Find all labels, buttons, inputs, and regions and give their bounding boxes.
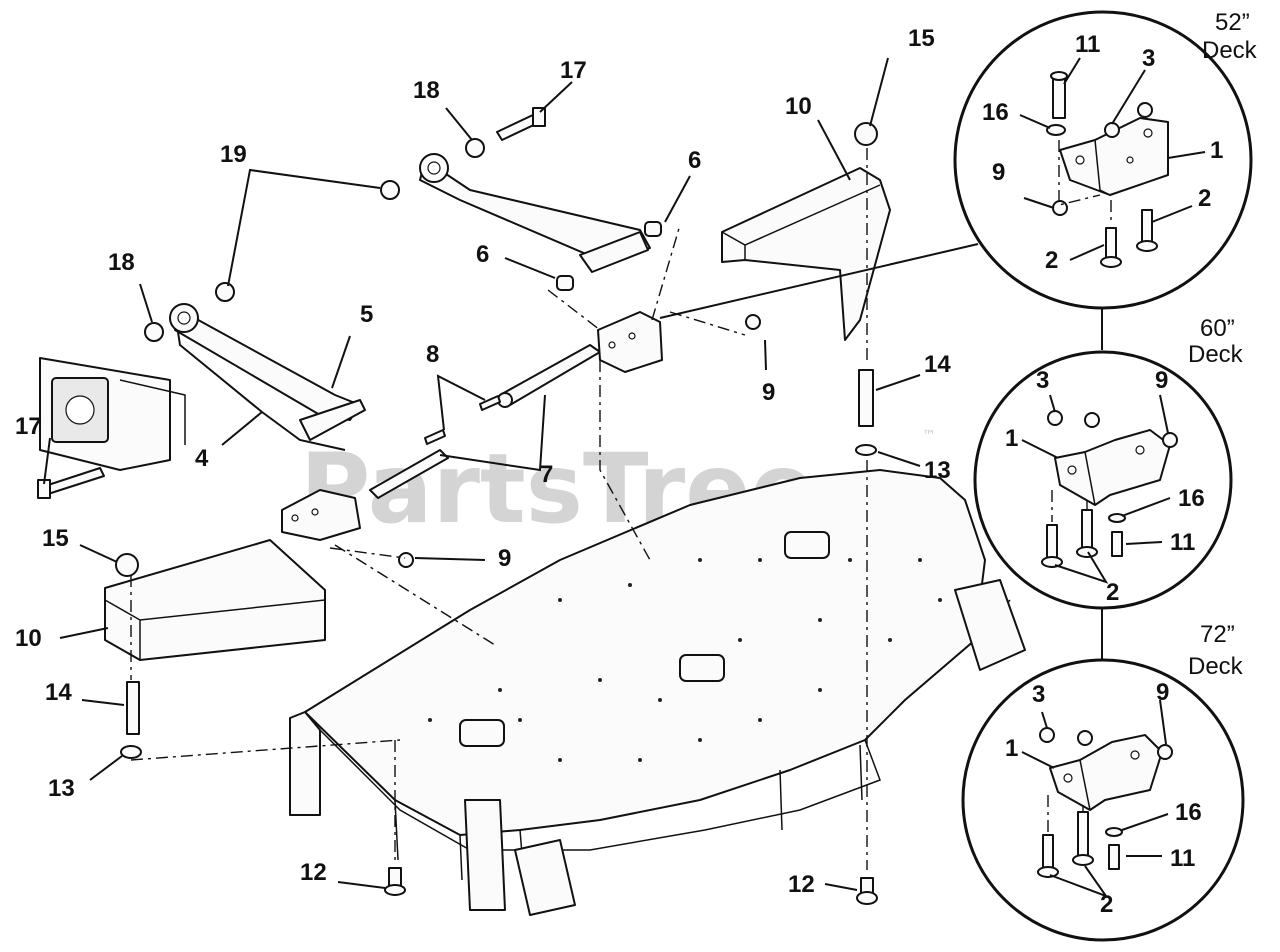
belt-cover-right bbox=[721, 167, 891, 341]
inset-72-callout-16: 16 bbox=[1175, 799, 1202, 826]
callout-15-right: 15 bbox=[908, 25, 935, 52]
callout-13-left: 13 bbox=[48, 775, 75, 802]
callout-18-left: 18 bbox=[108, 249, 135, 276]
inset-60-label-size: 60” bbox=[1200, 315, 1235, 342]
callout-6-left: 6 bbox=[476, 241, 489, 268]
inset-72-callout-11: 11 bbox=[1170, 845, 1195, 872]
callout-9-center: 9 bbox=[762, 379, 775, 406]
inset-72-callout-2: 2 bbox=[1100, 891, 1113, 918]
inset-60-deck bbox=[973, 350, 1233, 610]
inset-52-callout-1: 1 bbox=[1210, 137, 1223, 164]
assembly-lines bbox=[130, 148, 868, 870]
inset-52-callout-2-right: 2 bbox=[1198, 185, 1211, 212]
front-brackets bbox=[289, 579, 1026, 916]
callout-numbers: 17 18 19 18 5 17 4 6 6 8 7 9 9 10 15 15 … bbox=[15, 25, 1223, 918]
callout-19: 19 bbox=[220, 141, 247, 168]
inset-52-callout-2-left: 2 bbox=[1045, 247, 1058, 274]
callout-18-top: 18 bbox=[413, 77, 440, 104]
mower-deck bbox=[289, 469, 1026, 916]
callout-5: 5 bbox=[360, 301, 373, 328]
inset-52-label-deck: Deck bbox=[1202, 37, 1258, 64]
inset-60-callout-3: 3 bbox=[1036, 367, 1049, 394]
inset-72-label-deck: Deck bbox=[1188, 653, 1244, 680]
callout-15-left: 15 bbox=[42, 525, 69, 552]
callout-17-top: 17 bbox=[560, 57, 587, 84]
inset-72-callout-1: 1 bbox=[1005, 735, 1018, 762]
lift-arm-rear bbox=[169, 303, 366, 441]
callout-13-right: 13 bbox=[924, 457, 951, 484]
inset-60-callout-2: 2 bbox=[1106, 579, 1119, 606]
callout-14-right: 14 bbox=[924, 351, 951, 378]
deck-bracket-rear bbox=[281, 489, 361, 541]
inset-52-deck bbox=[953, 10, 1253, 310]
tractor-frame bbox=[39, 357, 186, 471]
callout-10-right: 10 bbox=[785, 93, 812, 120]
callout-9-lower: 9 bbox=[498, 545, 511, 572]
callout-8: 8 bbox=[426, 341, 439, 368]
callout-14-left: 14 bbox=[45, 679, 72, 706]
spindle-openings bbox=[459, 531, 830, 747]
callout-10-left: 10 bbox=[15, 625, 42, 652]
inset-60-callout-16: 16 bbox=[1178, 485, 1205, 512]
deck-holes bbox=[428, 558, 942, 762]
callout-leaders bbox=[43, 57, 1206, 899]
callout-6-top: 6 bbox=[688, 147, 701, 174]
callout-17-left: 17 bbox=[15, 413, 42, 440]
inset-52-callout-11: 11 bbox=[1075, 31, 1100, 58]
inset-60-callout-9: 9 bbox=[1155, 367, 1168, 394]
hanger-links bbox=[369, 344, 601, 499]
inset-72-callout-3: 3 bbox=[1032, 681, 1045, 708]
inset-72-callout-9: 9 bbox=[1156, 679, 1169, 706]
hardware bbox=[37, 107, 878, 905]
inset-52-label-size: 52” bbox=[1215, 9, 1250, 36]
lift-arm-front bbox=[419, 153, 651, 273]
callout-12-right: 12 bbox=[788, 871, 815, 898]
inset-60-callout-1: 1 bbox=[1005, 425, 1018, 452]
belt-cover-left bbox=[104, 539, 326, 661]
inset-pointer bbox=[659, 243, 979, 319]
callout-7: 7 bbox=[540, 461, 553, 488]
deck-bracket-front bbox=[597, 311, 663, 373]
inset-72-label-size: 72” bbox=[1200, 621, 1235, 648]
inset-60-label-deck: Deck bbox=[1188, 341, 1244, 368]
inset-52-callout-3: 3 bbox=[1142, 45, 1155, 72]
inset-52-callout-9: 9 bbox=[992, 159, 1005, 186]
inset-60-callout-11: 11 bbox=[1170, 529, 1195, 556]
trademark: ™ bbox=[922, 428, 936, 444]
callout-4: 4 bbox=[195, 445, 209, 472]
inset-52-callout-16: 16 bbox=[982, 99, 1009, 126]
callout-12-left: 12 bbox=[300, 859, 327, 886]
inset-72-deck bbox=[961, 658, 1245, 942]
